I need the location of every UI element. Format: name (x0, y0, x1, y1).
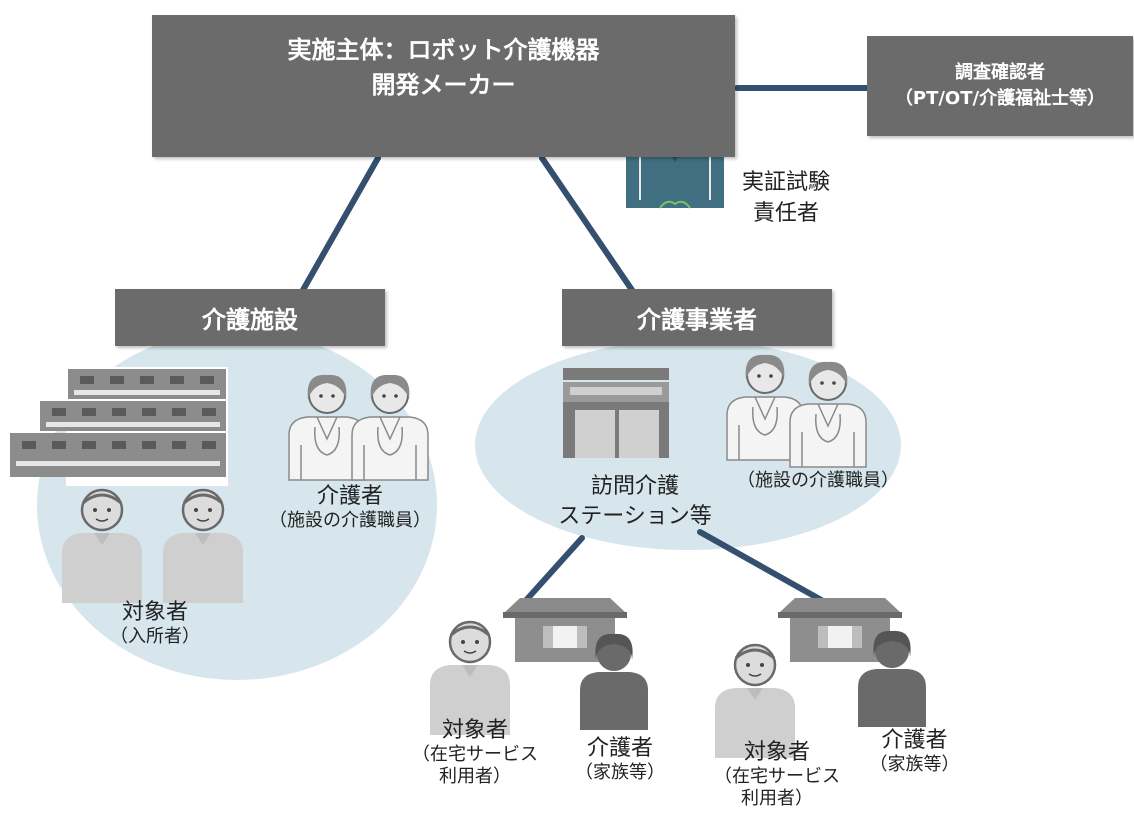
home2-caregiver-line2: （家族等） (869, 754, 960, 776)
provider-title-box: 介護事業者 (562, 289, 832, 346)
station-line2: ステーション等 (558, 503, 712, 529)
facility-building-icon (10, 367, 228, 486)
facility-caregiver-line1: 介護者 (316, 484, 383, 509)
home1-subject-line2: （在宅サービス (412, 744, 538, 766)
main-entity-box: 実施主体：ロボット介護機器 開発メーカー (152, 15, 735, 157)
home1-caregiver-label: 介護者 （家族等） (560, 736, 680, 784)
lead-line2: 責任者 (752, 200, 819, 226)
home2-subject-line1: 対象者 (743, 740, 810, 765)
station-line1: 訪問介護 (590, 474, 679, 499)
provider-staff-label: （施設の介護職員） (713, 470, 923, 492)
facility-caregiver-label: 介護者 （施設の介護職員） (240, 484, 460, 532)
home2-subject-label: 対象者 （在宅サービス 利用者） (702, 740, 852, 810)
home1-subject-label: 対象者 （在宅サービス 利用者） (400, 718, 550, 788)
main-entity-line2: 開発メーカー (371, 70, 516, 99)
facility-title: 介護施設 (202, 306, 298, 334)
facility-caregiver-line2: （施設の介護職員） (269, 510, 431, 532)
home2-caregiver-label: 介護者 （家族等） (852, 728, 977, 776)
main-entity-line1: 実施主体：ロボット介護機器 (287, 36, 600, 64)
reviewer-box: 調査確認者 （PT/OT/介護福祉士等） (867, 36, 1133, 136)
reviewer-line2: （PT/OT/介護福祉士等） (894, 88, 1106, 109)
connector-provider (539, 155, 635, 293)
facility-subject-line1: 対象者 (121, 600, 188, 625)
provider-title: 介護事業者 (637, 306, 757, 334)
home1-caregiver-line1: 介護者 (586, 736, 653, 761)
lead-label: 実証試験 責任者 (726, 168, 846, 230)
home2-subject-line2: （在宅サービス (714, 766, 840, 788)
facility-subject-line2: （入所者） (110, 626, 200, 648)
connector-home1 (517, 535, 585, 610)
reviewer-line1: 調査確認者 (955, 61, 1045, 83)
station-building-icon (563, 368, 669, 458)
station-label: 訪問介護 ステーション等 (545, 472, 725, 531)
home1-subject-line3: 利用者） (439, 765, 511, 787)
connector-home2 (697, 529, 835, 609)
facility-title-box: 介護施設 (115, 289, 385, 346)
lead-line1: 実証試験 (741, 170, 830, 195)
home1-subject-line1: 対象者 (441, 718, 508, 743)
connector-facility (300, 155, 381, 293)
connector-lines (300, 85, 873, 610)
home1-caregiver-line2: （家族等） (575, 762, 665, 784)
home2-caregiver-line1: 介護者 (881, 728, 948, 753)
provider-staff-text: （施設の介護職員） (737, 470, 899, 491)
home2-subject-line3: 利用者） (741, 787, 813, 809)
facility-subject-label: 対象者 （入所者） (80, 600, 230, 648)
